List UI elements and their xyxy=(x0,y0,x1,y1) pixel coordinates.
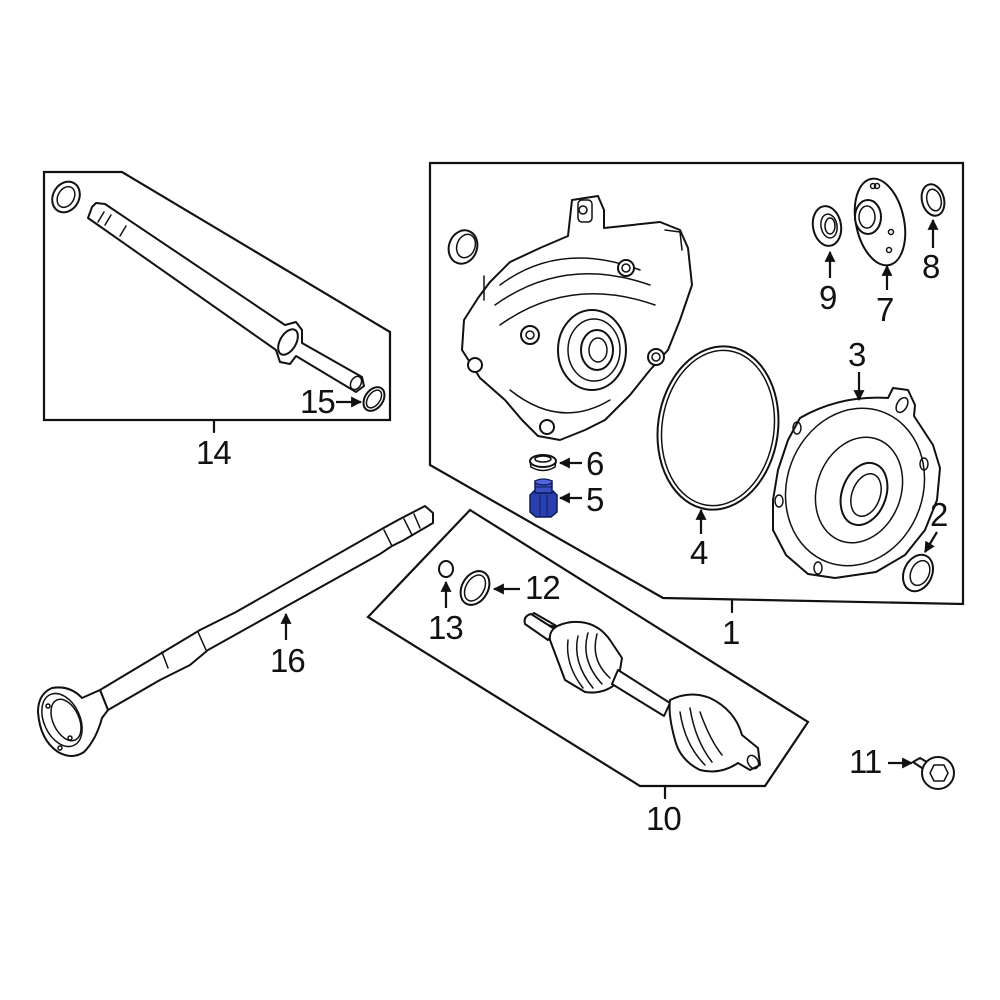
callout-14[interactable]: 14 xyxy=(196,434,232,471)
seal-9-part[interactable] xyxy=(810,204,845,278)
callout-16[interactable]: 16 xyxy=(270,642,306,679)
callout-13[interactable]: 13 xyxy=(428,609,464,646)
callout-6[interactable]: 6 xyxy=(586,445,604,482)
flange-7-part[interactable] xyxy=(847,174,912,290)
callout-8[interactable]: 8 xyxy=(922,248,940,285)
seal-washer-6-part[interactable] xyxy=(529,454,582,472)
housing-seal-part[interactable] xyxy=(444,226,482,268)
differential-housing-part[interactable] xyxy=(461,195,693,441)
seal-8-part[interactable] xyxy=(918,182,948,248)
callout-3[interactable]: 3 xyxy=(848,336,866,373)
callout-2[interactable]: 2 xyxy=(930,496,948,533)
callout-11[interactable]: 11 xyxy=(849,743,882,780)
callout-12[interactable]: 12 xyxy=(525,569,561,606)
seal-2-part[interactable] xyxy=(897,531,938,596)
o-ring-4-part[interactable] xyxy=(647,338,789,534)
callout-15[interactable]: 15 xyxy=(300,383,336,420)
callout-10[interactable]: 10 xyxy=(646,800,682,837)
differential-cover-3-part[interactable] xyxy=(764,372,947,585)
callout-9[interactable]: 9 xyxy=(819,279,837,316)
callout-4[interactable]: 4 xyxy=(690,534,708,571)
callout-1[interactable]: 1 xyxy=(722,614,740,651)
axle-shaft-10-part[interactable] xyxy=(523,612,761,773)
callout-7[interactable]: 7 xyxy=(876,291,894,328)
intermediate-shaft-part[interactable] xyxy=(47,177,365,393)
bolt-11-part[interactable] xyxy=(888,756,955,790)
plug-5-part-highlighted[interactable] xyxy=(529,478,582,518)
seal-12-part[interactable] xyxy=(455,566,520,610)
snap-ring-15-part[interactable] xyxy=(336,383,389,415)
drive-shaft-16-part[interactable] xyxy=(34,505,434,757)
callout-5[interactable]: 5 xyxy=(586,481,604,518)
snap-ring-13-part[interactable] xyxy=(438,560,454,608)
